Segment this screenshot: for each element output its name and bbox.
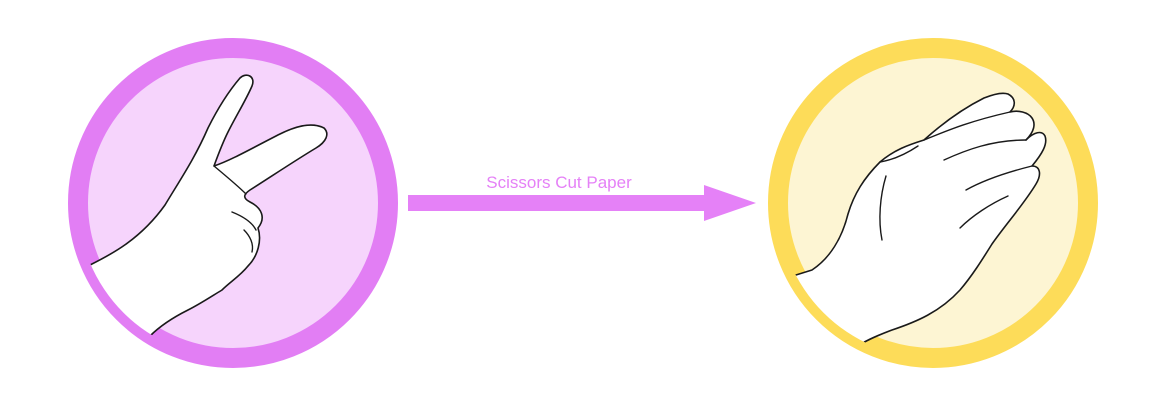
scissors-finger-crease	[213, 165, 247, 195]
paper-finger-line-1	[923, 111, 1011, 141]
scissors-thumb-crease	[231, 211, 257, 231]
paper-wrist-crease	[879, 175, 887, 241]
paper-finger-line-2	[943, 139, 1027, 161]
scissors-badge	[68, 38, 398, 368]
paper-thumb-crease	[879, 145, 919, 163]
arrow-shape	[408, 185, 756, 221]
paper-palm-line	[959, 195, 1009, 229]
arrow-label: Scissors Cut Paper	[486, 173, 632, 192]
paper-finger-line-3	[965, 165, 1033, 191]
arrow: Scissors Cut Paper	[408, 173, 756, 221]
scissors-knuckle-crease	[243, 229, 254, 253]
paper-badge	[768, 38, 1098, 368]
